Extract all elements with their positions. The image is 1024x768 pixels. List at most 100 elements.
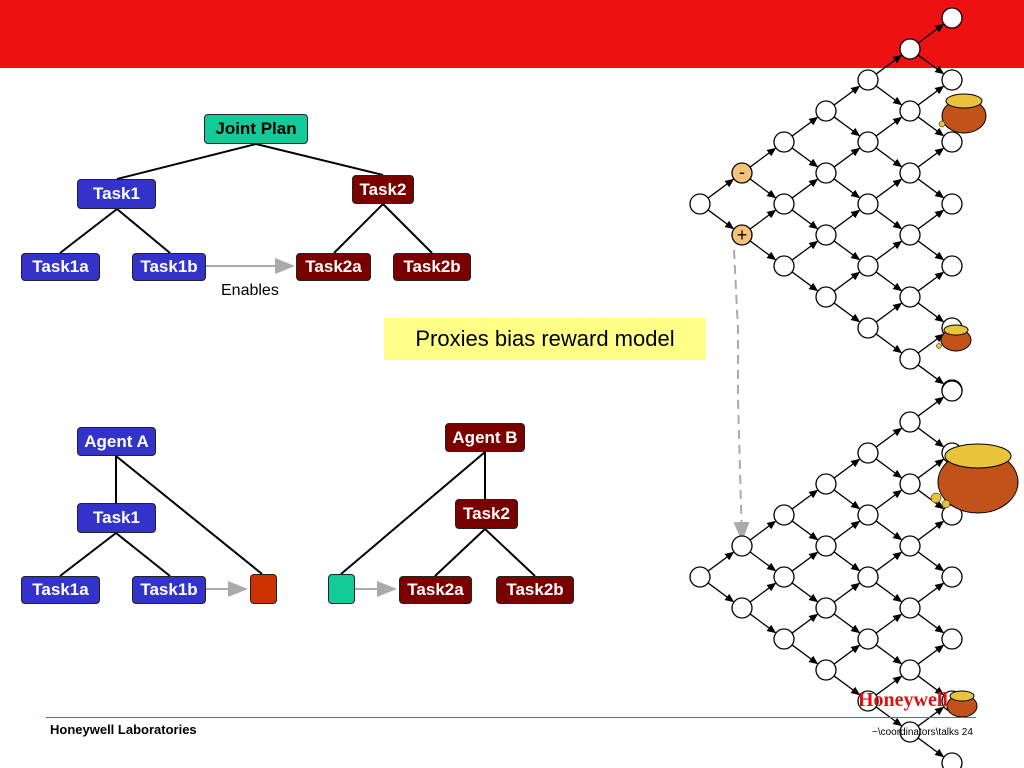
lattice-edge — [833, 675, 861, 696]
lattice-node — [731, 162, 753, 184]
lattice-edge — [875, 116, 903, 137]
lattice-edge — [875, 427, 903, 448]
lattice-edge — [791, 613, 819, 634]
lattice-edge — [917, 675, 945, 696]
footer-org: Honeywell Laboratories — [50, 722, 197, 737]
lattice-edge — [875, 178, 903, 199]
task2a-node: Task2a — [399, 576, 472, 604]
task1-node: Task1 — [77, 179, 156, 209]
task2a-node: Task2a — [296, 253, 371, 281]
lattice-edge — [833, 613, 861, 634]
task1b-node: Task1b — [132, 253, 206, 281]
lattice-node — [899, 721, 921, 743]
lattice-edge — [707, 582, 735, 603]
lattice-edge — [791, 520, 819, 541]
task2-node: Task2 — [352, 175, 414, 204]
lattice-edge — [833, 178, 861, 199]
decision-lattice-top: -+ — [689, 7, 963, 401]
lattice-edge — [707, 551, 735, 572]
lattice-node — [773, 131, 795, 153]
lattice-node — [857, 504, 879, 526]
lattice-edge — [833, 489, 861, 510]
lattice-edge — [749, 209, 777, 230]
honeywell-logo: Honeywell — [858, 689, 948, 711]
lattice-node — [857, 317, 879, 339]
lattice-node — [857, 442, 879, 464]
lattice-edge — [875, 147, 903, 168]
lattice-edge — [875, 302, 903, 323]
lattice-edge — [749, 147, 777, 168]
task1b-node: Task1b — [132, 576, 206, 604]
lattice-node — [773, 193, 795, 215]
gold-pot-icon — [946, 690, 978, 718]
enables-placeholder-a — [250, 574, 277, 604]
lattice-node — [899, 411, 921, 433]
header-bar — [0, 0, 1024, 68]
lattice-node — [899, 473, 921, 495]
lattice-node — [773, 628, 795, 650]
lattice-edge — [875, 458, 903, 479]
lattice-edge — [917, 271, 945, 292]
lattice-edge — [917, 54, 945, 75]
lattice-edge — [791, 116, 819, 137]
footer-path: ~\coordinators\talks 24 — [872, 727, 973, 738]
lattice-edge — [917, 458, 945, 479]
footer-divider — [46, 717, 976, 718]
lattice-edge — [791, 147, 819, 168]
lattice-node — [857, 566, 879, 588]
proxies-callout: Proxies bias reward model — [384, 318, 706, 360]
lattice-node — [857, 193, 879, 215]
enables-placeholder-b — [328, 574, 355, 604]
lattice-edge — [833, 458, 861, 479]
lattice-node — [941, 628, 963, 650]
lattice-node — [941, 380, 963, 402]
lattice-edge — [875, 675, 903, 696]
lattice-edge — [875, 240, 903, 261]
lattice-node — [899, 38, 921, 60]
lattice-edge — [875, 644, 903, 665]
enables-label: Enables — [221, 282, 279, 299]
lattice-node — [815, 286, 837, 308]
lattice-edge — [875, 85, 903, 106]
lattice-edge — [833, 85, 861, 106]
lattice-edge — [791, 489, 819, 510]
lattice-node — [899, 162, 921, 184]
lattice-edge — [917, 240, 945, 261]
lattice-node — [941, 752, 963, 768]
lattice-node — [941, 131, 963, 153]
lattice-edge — [875, 706, 903, 727]
lattice-edge — [833, 582, 861, 603]
lattice-node — [941, 7, 963, 29]
gold-pot-icon — [938, 93, 987, 134]
lattice-edge — [917, 396, 945, 417]
lattice-node — [857, 255, 879, 277]
task2b-node: Task2b — [496, 576, 574, 604]
lattice-node — [857, 628, 879, 650]
lattice-edge — [749, 613, 777, 634]
lattice-node — [815, 100, 837, 122]
lattice-node — [689, 566, 711, 588]
lattice-node — [899, 659, 921, 681]
lattice-edge — [791, 644, 819, 665]
plus-mark: + — [737, 225, 748, 245]
lattice-node — [815, 597, 837, 619]
task2b-node: Task2b — [393, 253, 471, 281]
lattice-edge — [917, 23, 945, 44]
lattice-node — [773, 255, 795, 277]
lattice-edge — [749, 551, 777, 572]
lattice-edge — [875, 489, 903, 510]
lattice-edge — [875, 333, 903, 354]
lattice-node — [899, 100, 921, 122]
lattice-node — [815, 535, 837, 557]
lattice-edge — [917, 706, 945, 727]
lattice-edge — [749, 582, 777, 603]
lattice-edge — [875, 271, 903, 292]
lattice-node — [815, 224, 837, 246]
lattice-edge — [791, 209, 819, 230]
lattice-node — [731, 535, 753, 557]
lattice-edge — [833, 240, 861, 261]
lattice-edge — [875, 551, 903, 572]
task1a-node: Task1a — [21, 253, 100, 281]
lattice-edge — [749, 520, 777, 541]
